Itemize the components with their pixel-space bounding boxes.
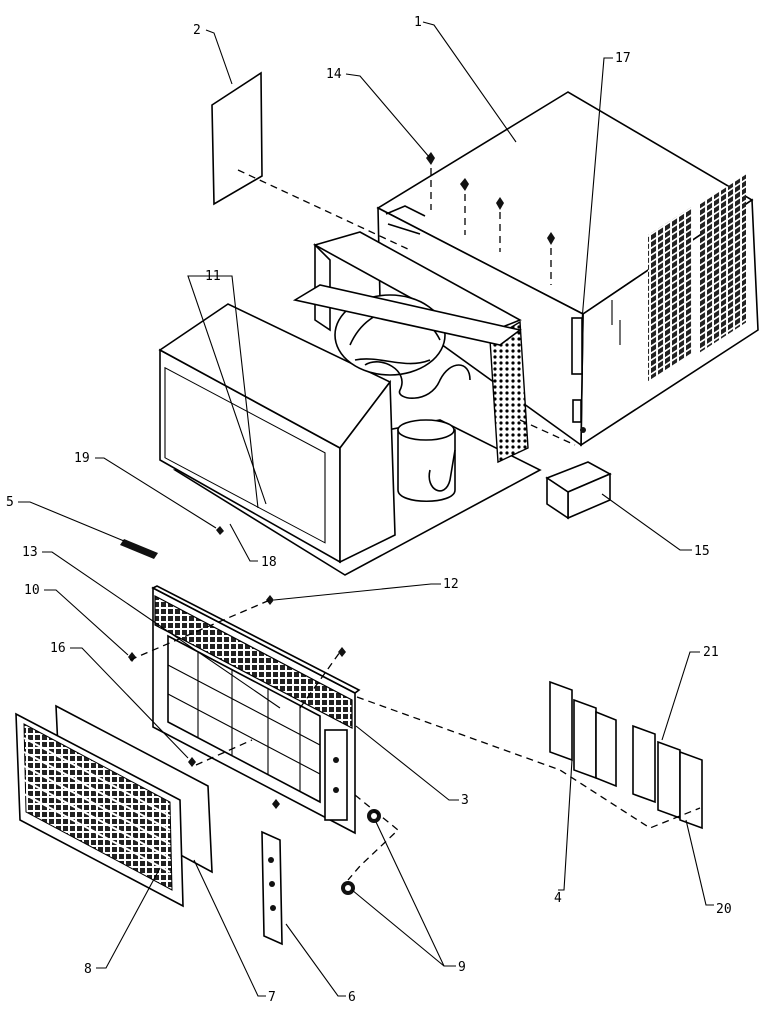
callout-10: 10 <box>24 583 40 598</box>
callout-15: 15 <box>694 544 710 559</box>
callout-19: 19 <box>74 451 90 466</box>
callout-13: 13 <box>22 545 38 560</box>
callout-4: 4 <box>554 891 562 906</box>
part-screw-19 <box>216 526 224 535</box>
part-outer-cabinet <box>376 91 759 447</box>
callout-1: 1 <box>414 15 422 30</box>
part-grille <box>15 712 184 908</box>
part-chassis <box>158 231 542 576</box>
callout-12: 12 <box>443 577 459 592</box>
callout-3: 3 <box>461 793 469 808</box>
callout-2: 2 <box>193 23 201 38</box>
part-front-frame <box>151 585 361 835</box>
part-screws <box>426 152 555 285</box>
callout-5: 5 <box>6 495 14 510</box>
leader-lines <box>18 21 714 997</box>
callout-20: 20 <box>716 902 732 917</box>
callout-8: 8 <box>84 962 92 977</box>
callout-11: 11 <box>205 269 221 284</box>
assembly-lines <box>129 169 701 881</box>
callout-labels: 2 1 14 17 11 19 18 5 15 13 12 10 16 3 21… <box>6 15 732 1005</box>
part-rod-5 <box>120 539 158 559</box>
part-bracket-15 <box>545 461 612 520</box>
callout-16: 16 <box>50 641 66 656</box>
part-strap <box>261 830 283 946</box>
callout-21: 21 <box>703 645 719 660</box>
part-screws-front <box>128 595 346 809</box>
callout-18: 18 <box>261 555 277 570</box>
callout-6: 6 <box>348 990 356 1005</box>
callout-14: 14 <box>326 67 342 82</box>
callout-17: 17 <box>615 51 631 66</box>
callout-7: 7 <box>268 990 276 1005</box>
callout-9: 9 <box>458 960 466 975</box>
part-label-panel <box>211 71 263 206</box>
part-side-brackets <box>549 680 703 830</box>
